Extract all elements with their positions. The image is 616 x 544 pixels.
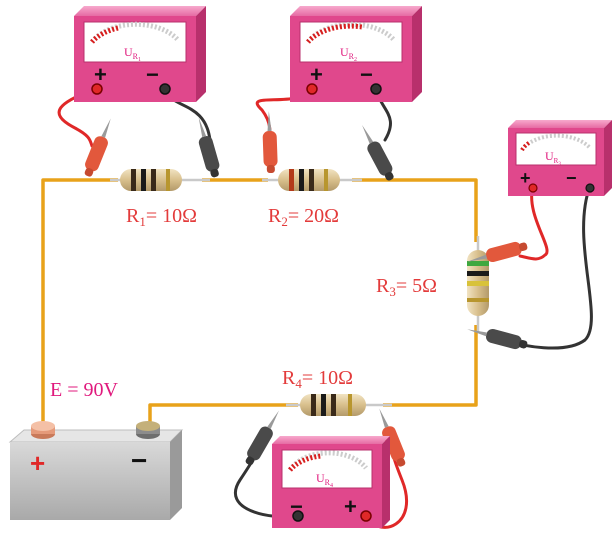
voltmeter-label-u-r1: UR1 <box>124 45 141 63</box>
emf-label: E = 90V <box>50 379 118 401</box>
resistor-r1 <box>110 169 210 191</box>
wire-top-right <box>352 178 478 242</box>
v3-black-lead <box>508 184 593 350</box>
voltmeter-label-u-r2: UR2 <box>340 45 357 63</box>
voltmeter-u-r4-plus: + <box>344 494 357 519</box>
battery-plus-sign: + <box>30 448 45 478</box>
resistor-label-r1: R1= 10Ω <box>126 205 197 229</box>
v3-red-probe <box>467 241 528 263</box>
wire-bottom <box>148 403 298 425</box>
voltmeter-label-u-r3: UR3 <box>545 149 561 167</box>
battery-minus-sign: − <box>131 445 147 476</box>
circuit-wires <box>41 178 478 425</box>
v3-black-probe <box>467 328 528 350</box>
v3-red-lead <box>518 184 549 261</box>
battery-positive-terminal <box>31 421 55 439</box>
v4-black-probe <box>245 410 279 466</box>
wire-left <box>41 178 118 425</box>
v2-red-probe <box>262 111 278 174</box>
voltmeter-u-r1: UR1 + − <box>74 6 206 102</box>
voltmeter-label-u-r4: UR4 <box>316 471 333 489</box>
voltmeter-u-r2: UR2 + − <box>290 6 422 102</box>
battery-negative-terminal <box>136 421 160 439</box>
resistor-r2 <box>262 169 362 191</box>
voltmeter-u-r2-minus: − <box>360 62 373 87</box>
resistor-r3 <box>467 236 489 332</box>
resistor-r4 <box>286 394 392 416</box>
v2-black-probe <box>362 124 394 181</box>
voltmeter-u-r4: UR4 − + <box>272 436 390 528</box>
v1-red-probe <box>84 118 111 177</box>
v1-black-probe <box>198 117 220 178</box>
voltmeter-u-r3-minus: − <box>566 168 577 188</box>
resistor-label-r3: R3= 5Ω <box>376 275 437 299</box>
probes <box>84 111 528 467</box>
resistor-label-r2: R2= 20Ω <box>268 205 339 229</box>
voltmeter-u-r1-minus: − <box>146 62 159 87</box>
battery: + − <box>8 421 184 520</box>
voltmeter-u-r2-plus: + <box>310 62 323 87</box>
voltmeter-u-r3-plus: + <box>520 168 531 188</box>
wire-right-lower <box>383 325 478 407</box>
voltmeter-u-r3: UR3 + − <box>508 120 612 196</box>
resistor-label-r4: R4= 10Ω <box>282 367 353 391</box>
v4-red-probe <box>379 408 406 467</box>
voltmeter-u-r1-plus: + <box>94 62 107 87</box>
